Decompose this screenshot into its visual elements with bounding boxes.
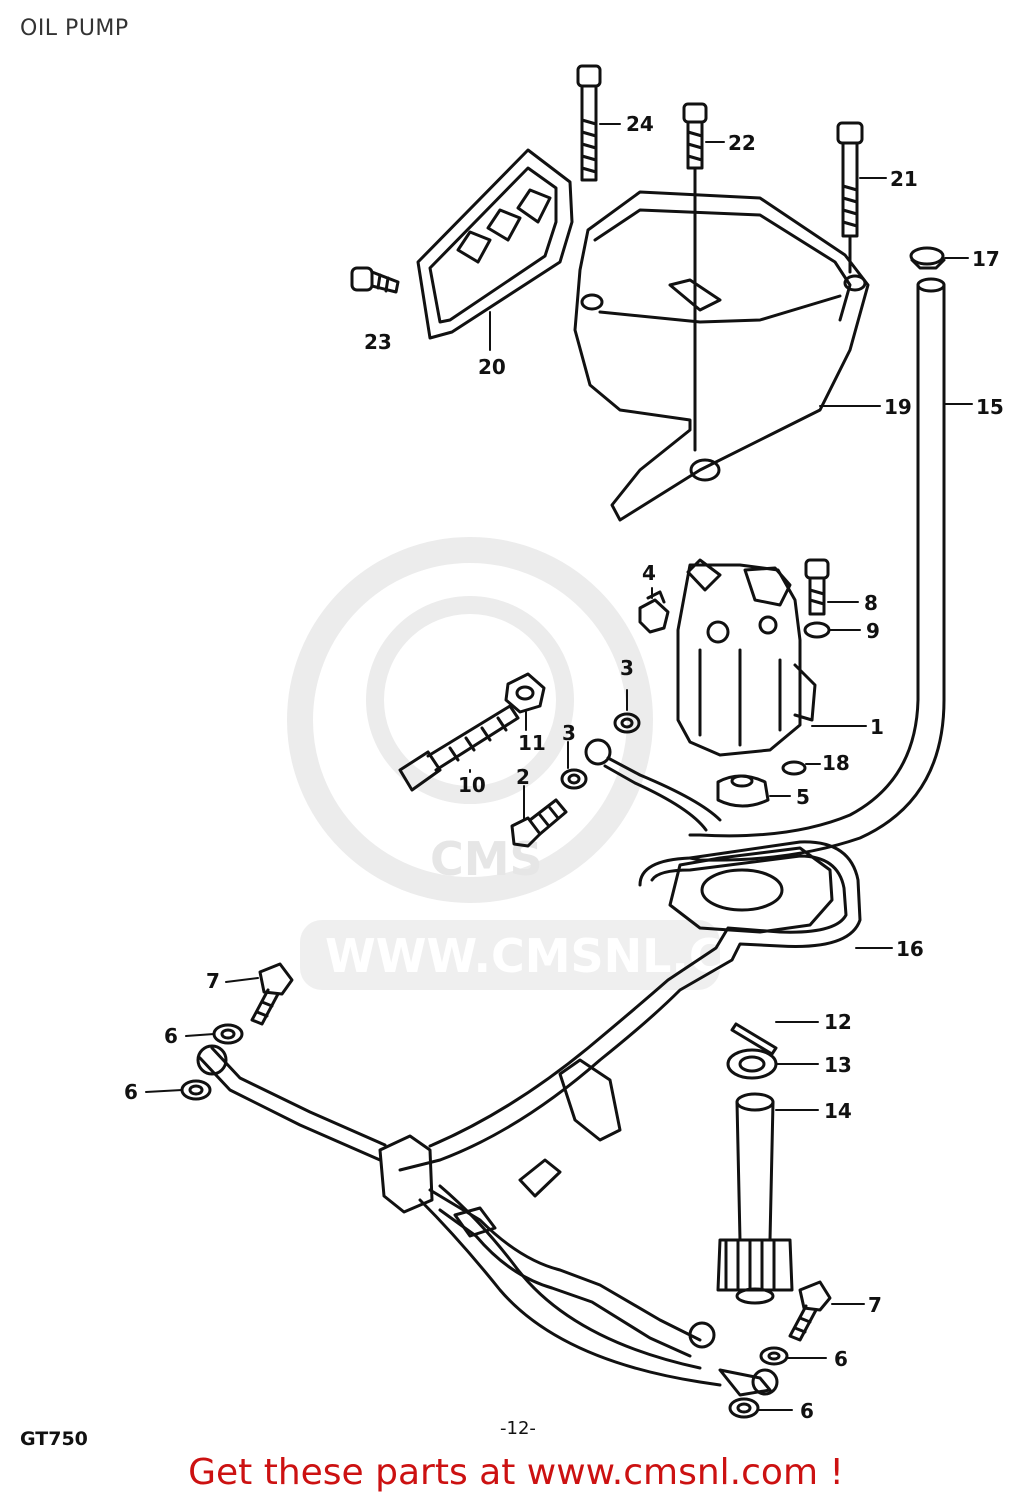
model-label: GT750: [20, 1428, 88, 1450]
callout-20: 20: [478, 355, 506, 379]
callout-17: 17: [972, 247, 1000, 271]
callout-5: 5: [796, 785, 810, 809]
callout-6-c: 6: [834, 1347, 848, 1371]
callout-12: 12: [824, 1010, 852, 1034]
part-1-oil-pump: [676, 558, 817, 757]
part-9-washer: [803, 621, 831, 639]
part-21-bolt: [836, 121, 864, 274]
callout-23: 23: [364, 330, 392, 354]
page-title: OIL PUMP: [20, 16, 129, 41]
part-24-bolt: [576, 64, 602, 182]
part-10-adjuster-bolt: [398, 704, 520, 792]
part-6-washer-c: [759, 1346, 789, 1366]
part-3-washer-lower: [560, 768, 588, 790]
part-22-bolt: [682, 102, 708, 452]
part-5-seal: [716, 774, 770, 808]
callout-13: 13: [824, 1053, 852, 1077]
part-7-bolt-upper: [250, 962, 294, 1026]
part-12-pin: [730, 1022, 778, 1056]
callout-15: 15: [976, 395, 1004, 419]
part-18-o-ring: [781, 760, 807, 776]
callout-6-b: 6: [124, 1080, 138, 1104]
part-3-washer-upper: [613, 712, 641, 734]
callout-11: 11: [518, 731, 546, 755]
callout-2: 2: [516, 765, 530, 789]
part-2-bolt: [510, 798, 568, 848]
callout-14: 14: [824, 1099, 852, 1123]
callout-22: 22: [728, 131, 756, 155]
leader-lines: [145, 123, 973, 1411]
callout-3-upper: 3: [620, 656, 634, 680]
part-13-washer: [726, 1048, 778, 1080]
part-14-drive-shaft: [716, 1092, 794, 1305]
part-6-washer-b: [180, 1079, 212, 1101]
callout-6-a: 6: [164, 1024, 178, 1048]
callout-16: 16: [896, 937, 924, 961]
part-7-bolt-lower: [788, 1280, 832, 1342]
banjo-fitting: [584, 738, 722, 832]
part-16-oil-pipe-assembly: [196, 840, 862, 1397]
part-6-washer-d: [728, 1397, 760, 1419]
callout-9: 9: [866, 619, 880, 643]
part-23-screw: [350, 266, 400, 294]
part-6-washer-a: [212, 1023, 244, 1045]
part-4-nipple: [638, 590, 670, 634]
callout-4: 4: [642, 561, 656, 585]
page-number: -12-: [500, 1418, 536, 1439]
callout-19: 19: [884, 395, 912, 419]
watermark: CMS WWW.CMSNL.COM: [287, 537, 808, 990]
callout-8: 8: [864, 591, 878, 615]
watermark-url: WWW.CMSNL.COM: [325, 929, 808, 983]
part-19-pump-cover: [573, 190, 870, 522]
watermark-logo: CMS: [430, 832, 543, 886]
callout-7-lower: 7: [868, 1293, 882, 1317]
callout-7-upper: 7: [206, 969, 220, 993]
part-15-hose: [688, 277, 946, 862]
callout-3-lower: 3: [562, 721, 576, 745]
callout-6-d: 6: [800, 1399, 814, 1423]
part-8-bolt: [804, 558, 830, 616]
callout-1: 1: [870, 715, 884, 739]
callout-21: 21: [890, 167, 918, 191]
callout-labels: 24 22 21 17 23 20 19 15 4 8 9 3 1 11 3 1…: [124, 112, 1004, 1423]
callout-10: 10: [458, 773, 486, 797]
callout-24: 24: [626, 112, 654, 136]
parts-link[interactable]: Get these parts at www.cmsnl.com !: [188, 1452, 844, 1493]
part-20-cover-gasket: [416, 148, 574, 340]
part-11-nut: [504, 672, 546, 714]
part-17-clip: [909, 246, 946, 270]
callout-18: 18: [822, 751, 850, 775]
